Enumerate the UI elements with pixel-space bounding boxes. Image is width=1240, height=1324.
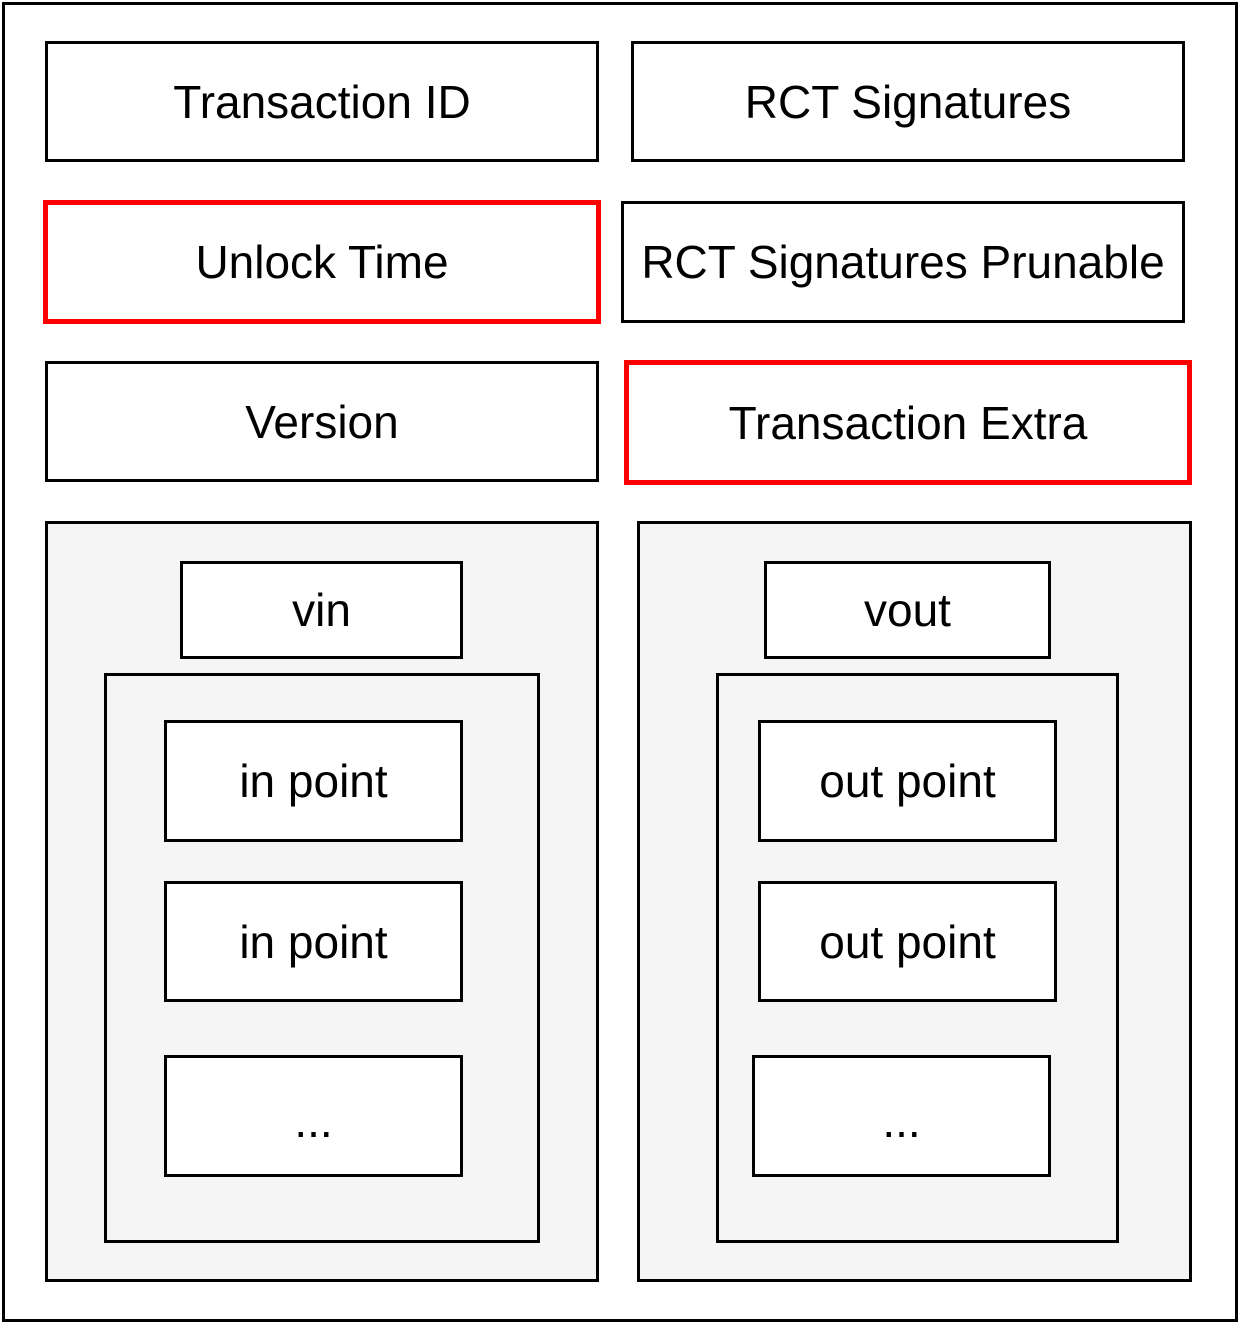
transaction-extra-label: Transaction Extra (728, 396, 1088, 449)
transaction-id-label: Transaction ID (173, 75, 471, 128)
unlock-time-label: Unlock Time (195, 236, 449, 288)
vout-out-point-box-2: out point (758, 881, 1057, 1002)
vin-in-point-box-2: in point (164, 881, 463, 1002)
vin-more-label: ... (294, 1095, 333, 1147)
vin-title-label: vin (292, 584, 351, 636)
vin-title-box: vin (180, 561, 463, 659)
vout-title-label: vout (864, 584, 951, 636)
transaction-extra-box: Transaction Extra (624, 360, 1192, 485)
vin-in-point-label-1: in point (239, 755, 388, 807)
rct-signatures-prunable-box: RCT Signatures Prunable (621, 201, 1185, 323)
vout-title-box: vout (764, 561, 1051, 659)
vout-more-box: ... (752, 1055, 1051, 1177)
transaction-id-box: Transaction ID (45, 41, 599, 162)
version-box: Version (45, 361, 599, 482)
rct-signatures-box: RCT Signatures (631, 41, 1185, 162)
vout-out-point-label-2: out point (819, 915, 996, 968)
version-label: Version (245, 395, 399, 448)
vout-out-point-label-1: out point (819, 755, 996, 807)
vin-in-point-label-2: in point (239, 915, 388, 968)
vin-more-box: ... (164, 1055, 463, 1177)
vout-more-label: ... (882, 1095, 921, 1147)
rct-signatures-prunable-label: RCT Signatures Prunable (641, 236, 1165, 288)
vin-in-point-box-1: in point (164, 720, 463, 842)
rct-signatures-label: RCT Signatures (744, 75, 1072, 128)
vout-out-point-box-1: out point (758, 720, 1057, 842)
unlock-time-box: Unlock Time (43, 200, 601, 324)
